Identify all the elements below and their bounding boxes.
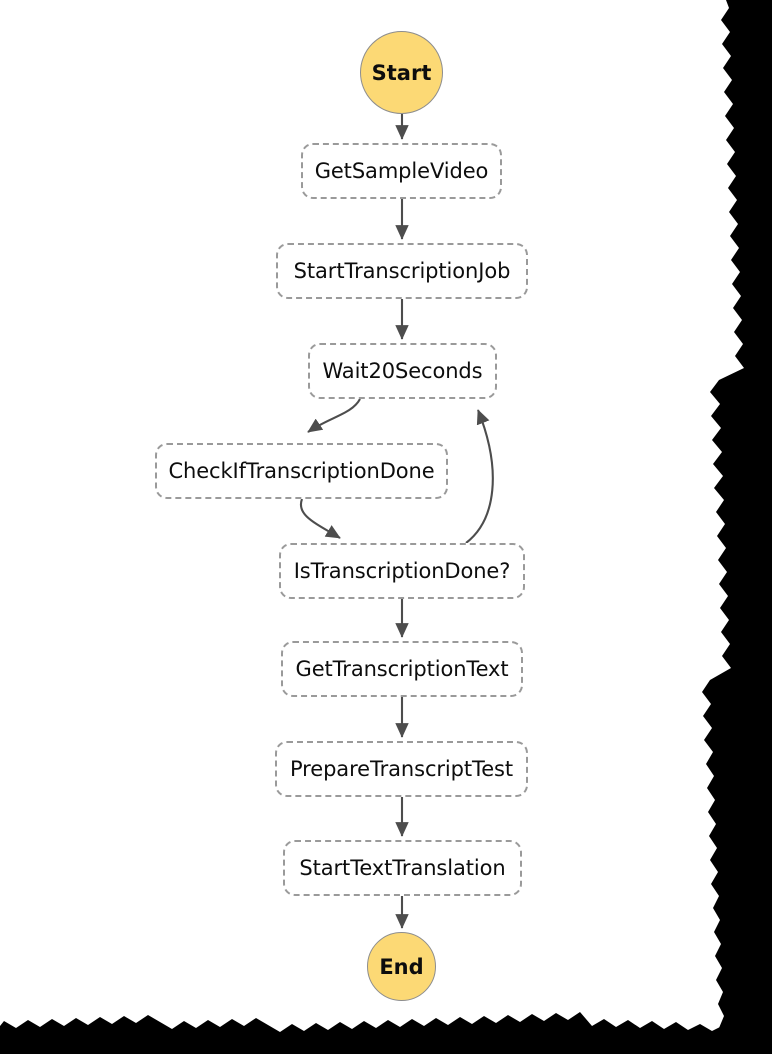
node-get-sample-video[interactable]: GetSampleVideo (301, 143, 502, 199)
node-label: End (379, 954, 424, 979)
node-label: CheckIfTranscriptionDone (168, 459, 435, 483)
node-wait-20-seconds[interactable]: Wait20Seconds (308, 343, 497, 399)
torn-edge-bottom (0, 1012, 772, 1054)
node-end[interactable]: End (367, 932, 436, 1001)
node-label: Wait20Seconds (322, 359, 483, 383)
node-prepare-transcript-test[interactable]: PrepareTranscriptTest (275, 741, 528, 797)
edge-isdone-to-wait (465, 409, 494, 544)
edge-check-to-isdone (299, 498, 341, 539)
node-label: StartTranscriptionJob (293, 259, 511, 283)
torn-edge-right (702, 0, 772, 1054)
node-label: PrepareTranscriptTest (289, 757, 513, 781)
node-start-transcription-job[interactable]: StartTranscriptionJob (276, 243, 528, 299)
node-label: IsTranscriptionDone? (293, 559, 511, 583)
node-start[interactable]: Start (360, 31, 443, 114)
node-start-text-translation[interactable]: StartTextTranslation (283, 840, 522, 896)
node-label: StartTextTranslation (299, 856, 506, 880)
node-label: Start (371, 60, 432, 85)
node-label: GetTranscriptionText (295, 657, 509, 681)
node-check-if-transcription-done[interactable]: CheckIfTranscriptionDone (155, 443, 448, 499)
node-get-transcription-text[interactable]: GetTranscriptionText (281, 641, 523, 697)
node-label: GetSampleVideo (314, 159, 489, 183)
node-is-transcription-done[interactable]: IsTranscriptionDone? (279, 543, 525, 599)
edge-wait-to-check (307, 398, 361, 433)
